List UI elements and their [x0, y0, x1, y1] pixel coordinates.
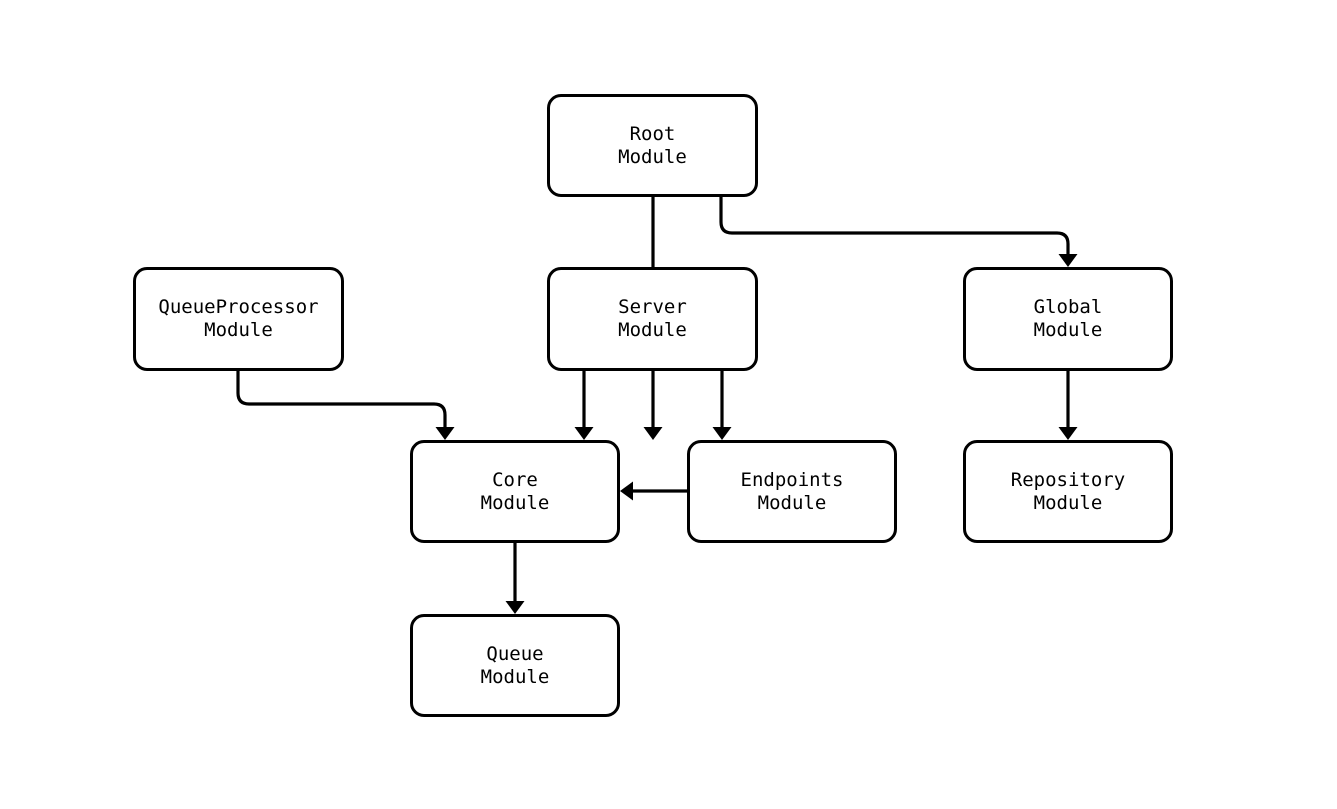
node-queue[interactable]: Queue Module	[410, 614, 620, 717]
node-global[interactable]: Global Module	[963, 267, 1173, 371]
node-root[interactable]: Root Module	[547, 94, 758, 197]
arrowhead-core-to-queue	[505, 601, 525, 614]
arrowhead-root-to-global	[1058, 254, 1078, 267]
arrowhead-server-to-endpoints	[712, 427, 732, 440]
node-core-label-line2: Module	[480, 491, 550, 514]
node-global-label-line1: Global	[1033, 296, 1103, 318]
node-root-label-line2: Module	[618, 145, 687, 168]
node-queueprocessor-label-line1: QueueProcessor	[158, 296, 319, 318]
edge-queueprocessor-to-core	[236, 371, 447, 432]
node-core-label-line1: Core	[492, 468, 538, 491]
node-repository-label-line1: Repository	[1010, 468, 1126, 491]
node-endpoints-label-line2: Module	[757, 491, 827, 514]
node-root-label-line1: Root	[629, 122, 676, 145]
arrowhead-global-to-repository	[1058, 427, 1078, 440]
node-queue-label-line1: Queue	[486, 642, 544, 665]
edge-root-to-global	[719, 197, 1070, 259]
node-core[interactable]: Core Module	[410, 440, 620, 543]
node-repository[interactable]: Repository Module	[963, 440, 1173, 543]
arrowhead-queueprocessor-to-core	[435, 427, 455, 440]
node-queueprocessor-label-line2: Module	[204, 319, 273, 341]
arrowhead-root-to-server	[643, 427, 663, 440]
node-repository-label-line2: Module	[1033, 491, 1103, 514]
node-server[interactable]: Server Module	[547, 267, 758, 371]
arrowhead-endpoints-to-core	[620, 481, 633, 501]
node-queueprocessor[interactable]: QueueProcessor Module	[133, 267, 344, 371]
node-server-label-line1: Server	[618, 296, 687, 318]
arrowhead-server-to-core	[574, 427, 594, 440]
edges-group	[236, 197, 1070, 606]
node-server-label-line2: Module	[618, 319, 687, 341]
node-global-label-line2: Module	[1033, 319, 1103, 341]
node-endpoints[interactable]: Endpoints Module	[687, 440, 897, 543]
node-queue-label-line2: Module	[480, 665, 550, 688]
node-endpoints-label-line1: Endpoints	[740, 468, 844, 491]
